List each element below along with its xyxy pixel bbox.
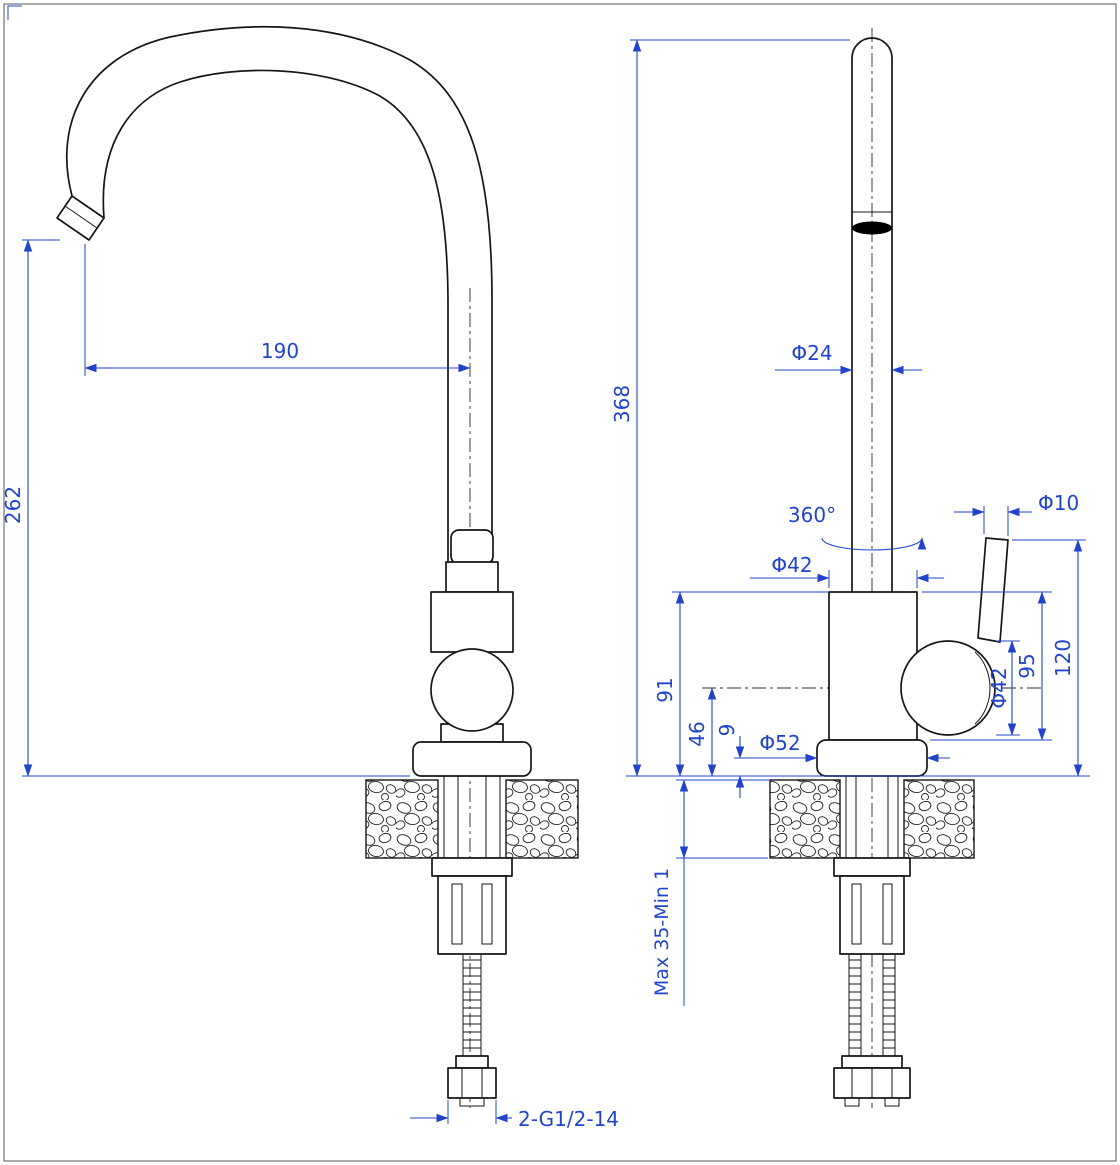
dim-deck-range-label: Max 35-Min 1: [651, 868, 673, 996]
dim-thread-spec: 2-G1/2-14: [410, 1100, 619, 1131]
dim-spout-reach: 190: [84, 244, 471, 376]
dim-flange-thickness-label: 9: [715, 724, 739, 737]
dim-pivot-height-label: 46: [685, 721, 709, 746]
bracket-side: [437, 875, 507, 955]
dim-handle-height-label: 120: [1051, 639, 1075, 677]
dim-deck-range: Max 35-Min 1: [651, 779, 770, 1006]
front-view: 368 Φ24 360° Φ42 Φ10: [610, 28, 1090, 1108]
dim-swivel: 360°: [788, 503, 927, 551]
dim-handle-height: 120: [1012, 539, 1086, 777]
dim-valve-diameter-label: Φ42: [987, 667, 1011, 708]
dim-spout-height: 262: [1, 239, 410, 777]
aerator-band: [852, 221, 892, 235]
valve-sphere-side: [430, 648, 514, 732]
dim-total-height: 368: [610, 39, 850, 777]
dim-base-height-label: 91: [653, 677, 677, 702]
dim-body-diameter: Φ42: [750, 553, 944, 588]
locknut-side: [431, 857, 513, 877]
dim-spout-reach-label: 190: [261, 339, 299, 363]
locknut-front: [833, 857, 911, 877]
body-side: [412, 591, 532, 777]
hex-nut-side: [447, 1067, 497, 1099]
dim-body-height: 95: [922, 591, 1052, 741]
countertop-side: [365, 779, 579, 859]
mounting-side: [431, 776, 513, 1107]
dim-body-diameter-label: Φ42: [771, 553, 812, 577]
dim-spout-diameter-label: Φ24: [791, 341, 832, 365]
dim-body-height-label: 95: [1015, 653, 1039, 678]
dim-spout-diameter: Φ24: [775, 341, 922, 375]
dim-handle-diameter-label: Φ10: [1038, 491, 1079, 515]
base-flange-front: [816, 739, 928, 777]
dim-spout-height-label: 262: [1, 486, 25, 524]
dim-swivel-label: 360°: [788, 503, 836, 527]
mounting-front: [833, 776, 911, 1107]
drawing-border: [3, 3, 1117, 1162]
valve-sphere-front: [900, 640, 996, 736]
dim-pivot-height: 46: [685, 687, 717, 777]
dim-handle-diameter: Φ10: [954, 491, 1079, 536]
spout-nozzle: [56, 195, 105, 241]
dim-base-height: 91: [653, 591, 828, 777]
body-front: [816, 591, 996, 777]
handle-front: [977, 537, 1009, 643]
corner-mark: [7, 5, 22, 20]
dim-base-diameter: Φ52: [746, 731, 950, 763]
dim-valve-diameter: Φ42: [987, 640, 1020, 736]
side-view: 190 262 2-G1/2-14: [1, 25, 619, 1131]
dim-total-height-label: 368: [610, 385, 634, 423]
base-flange-side: [412, 741, 532, 777]
countertop-front: [769, 779, 975, 859]
handle-side: [445, 529, 499, 593]
bracket-front: [839, 875, 905, 955]
spout-side: [56, 25, 493, 593]
riser-front: [851, 37, 893, 593]
dim-base-diameter-label: Φ52: [759, 731, 800, 755]
dim-thread-spec-label: 2-G1/2-14: [518, 1107, 619, 1131]
